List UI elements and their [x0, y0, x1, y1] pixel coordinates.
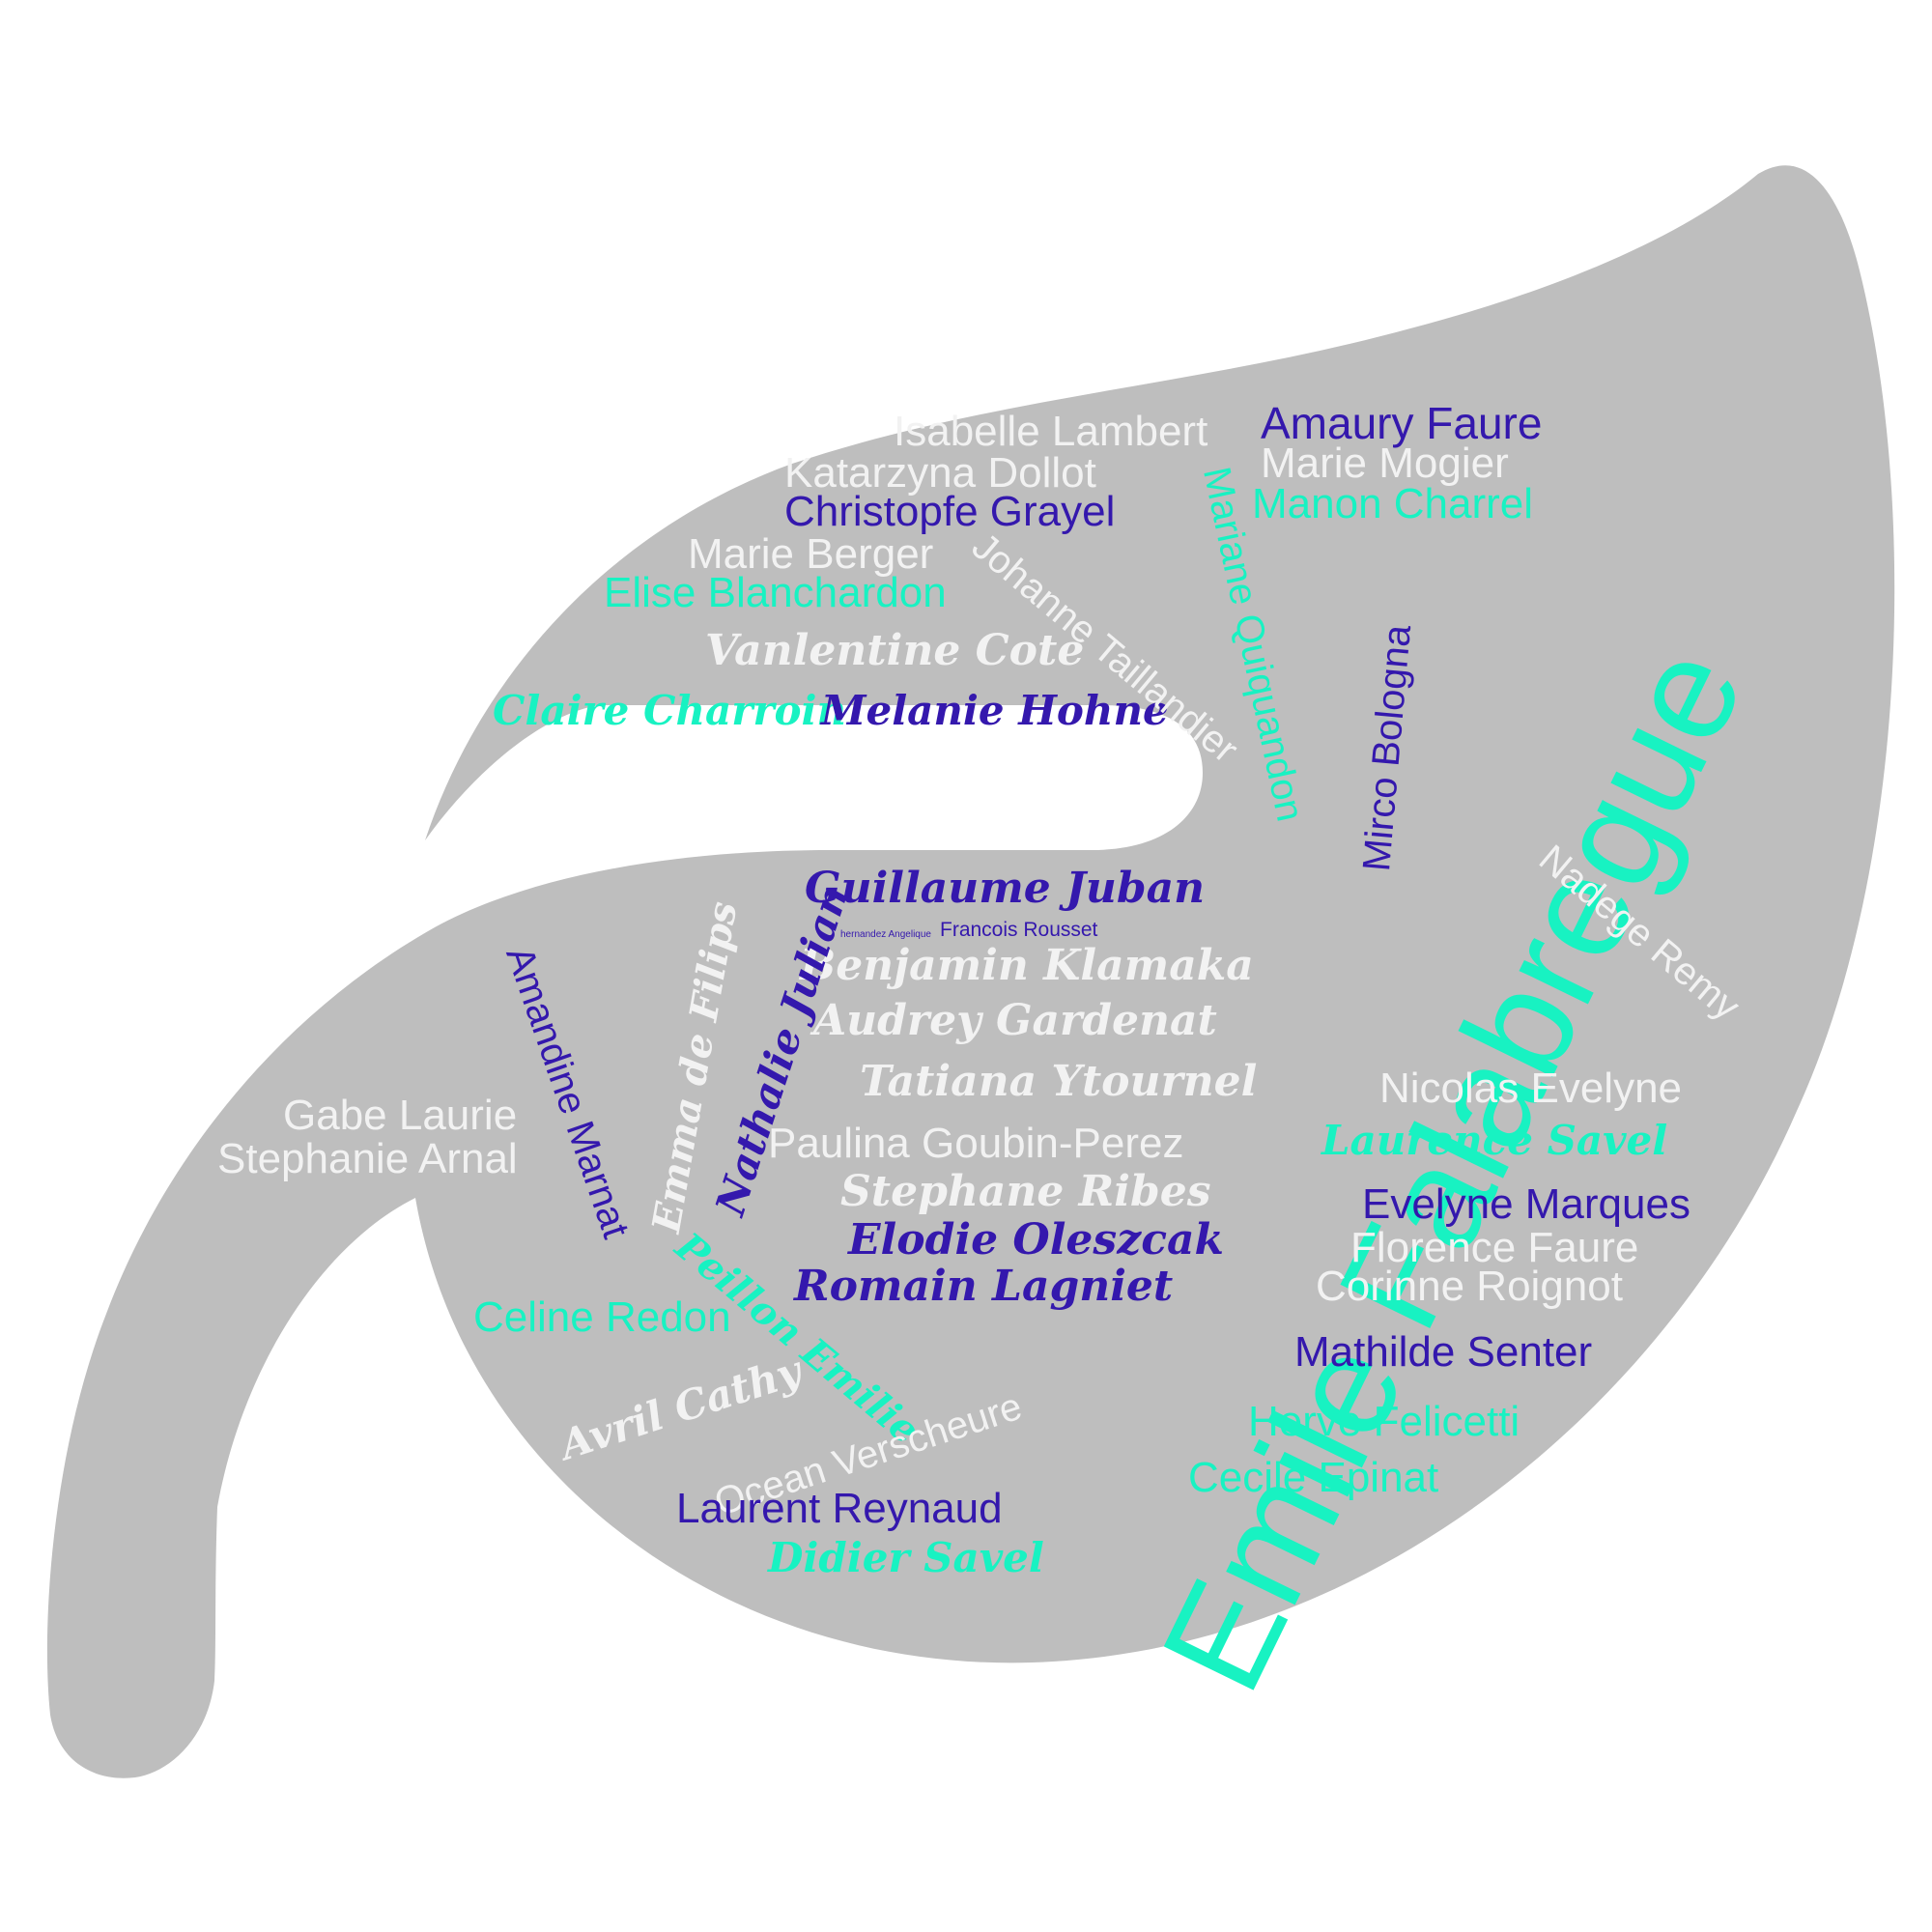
word-benjamin-klamaka: Benjamin Klamaka — [800, 941, 1254, 990]
word-paulina-goubin-perez: Paulina Goubin-Perez — [768, 1120, 1184, 1167]
word-manon-charrel: Manon Charrel — [1252, 480, 1534, 527]
word-melanie-hohne: Melanie Hohne — [821, 687, 1169, 734]
word-claire-charroin: Claire Charroin — [493, 687, 846, 734]
word-romain-lagniet: Romain Lagniet — [794, 1262, 1174, 1311]
word-christopfe-grayel: Christopfe Grayel — [784, 488, 1116, 535]
word-katarzyna-dollot: Katarzyna Dollot — [784, 449, 1096, 497]
word-evelyne-marques: Evelyne Marques — [1362, 1180, 1690, 1228]
word-tatiana-ytournel: Tatiana Ytournel — [860, 1057, 1258, 1106]
word-audrey-gardenat: Audrey Gardenat — [813, 996, 1217, 1045]
word-cecile-epinat: Cecile Epinat — [1188, 1454, 1439, 1501]
word-marie-mogier: Marie Mogier — [1261, 440, 1509, 487]
word-celine-redon: Celine Redon — [473, 1293, 731, 1341]
word-corinne-roignot: Corinne Roignot — [1316, 1263, 1623, 1310]
word-hernandez-angelique: hernandez Angelique — [840, 929, 931, 940]
word-florence-faure: Florence Faure — [1350, 1224, 1639, 1271]
word-marie-berger: Marie Berger — [688, 530, 934, 578]
word-stephane-ribes: Stephane Ribes — [840, 1167, 1211, 1216]
word-laurence-savel: Laurence Savel — [1321, 1117, 1668, 1164]
word-francois-rousset: Francois Rousset — [940, 919, 1098, 941]
word-isabelle-lambert: Isabelle Lambert — [894, 408, 1208, 455]
word-vanlentine-cote: Vanlentine Cote — [705, 626, 1085, 675]
word-gabe-laurie: Gabe Laurie — [283, 1092, 518, 1139]
word-guillaume-juban: Guillaume Juban — [805, 864, 1206, 913]
word-elise-blanchardon: Elise Blanchardon — [604, 569, 947, 616]
word-mathilde-senter: Mathilde Senter — [1294, 1328, 1593, 1376]
word-laurent-reynaud: Laurent Reynaud — [676, 1485, 1003, 1532]
leaf-body — [46, 165, 1895, 1778]
word-amaury-faure: Amaury Faure — [1261, 398, 1543, 448]
word-elodie-oleszcak: Elodie Oleszcak — [848, 1215, 1224, 1264]
word-herve-felicetti: Herve Felicetti — [1248, 1398, 1520, 1445]
word-didier-savel: Didier Savel — [768, 1534, 1044, 1581]
word-nicolas-evelyne: Nicolas Evelyne — [1379, 1065, 1683, 1112]
word-stephanie-arnal: Stephanie Arnal — [217, 1135, 518, 1182]
